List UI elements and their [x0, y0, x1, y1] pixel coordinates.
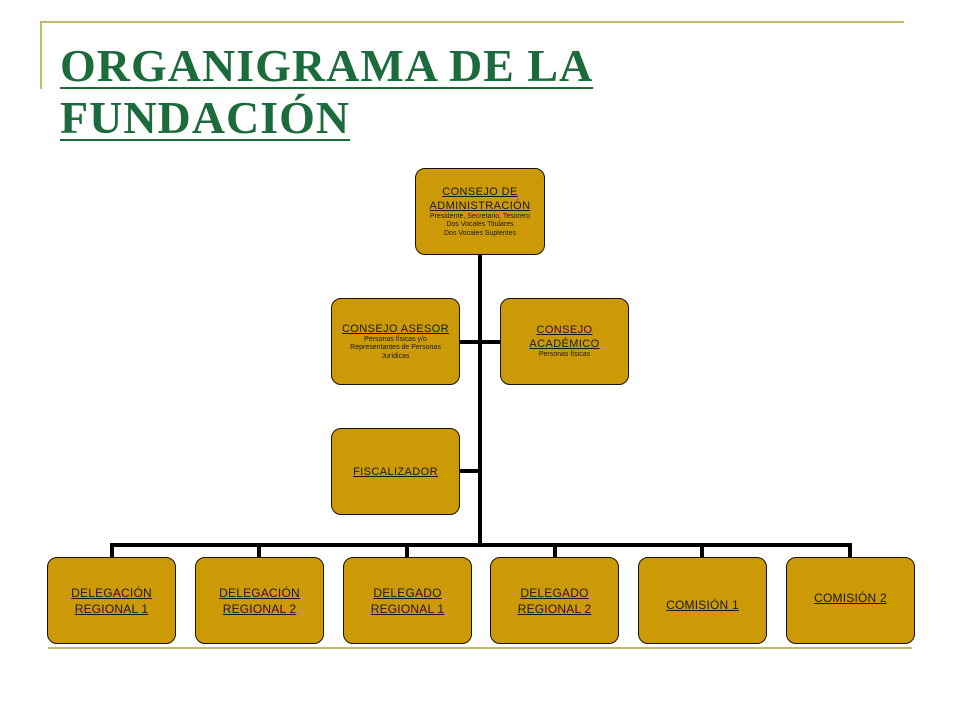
- node-detail-1: Presidente, Secretario, Tesorero: [429, 212, 531, 220]
- node-title-line-2: REGIONAL 1: [74, 601, 149, 616]
- frame-top-rule: [40, 21, 904, 23]
- node-title-line-2: REGIONAL 1: [370, 601, 445, 616]
- node-detail-2: Dos Vocales Titulares: [446, 221, 514, 229]
- node-consejo-asesor[interactable]: CONSEJO ASESOR Personas físicas y/o Repr…: [331, 298, 460, 385]
- node-consejo-administracion[interactable]: CONSEJO DE ADMINISTRACIÓN Presidente, Se…: [415, 168, 545, 255]
- frame-left-rule: [40, 21, 42, 89]
- node-title-line-2: ACADÉMICO: [529, 338, 600, 351]
- node-delegacion-regional-1[interactable]: DELEGACIÓN REGIONAL 1: [47, 557, 176, 644]
- node-title-line-1: DELEGADO: [373, 585, 442, 600]
- node-comision-1[interactable]: COMISIÓN 1: [638, 557, 767, 644]
- node-detail-1: Personas físicas: [538, 351, 591, 359]
- node-delegacion-regional-2[interactable]: DELEGACIÓN REGIONAL 2: [195, 557, 324, 644]
- node-title-line-1: DELEGADO: [520, 585, 589, 600]
- node-title-line-1: CONSEJO DE: [442, 185, 518, 198]
- node-title-line-1: DELEGACIÓN: [71, 585, 152, 600]
- node-delegado-regional-1[interactable]: DELEGADO REGIONAL 1: [343, 557, 472, 644]
- node-title-line-1: CONSEJO: [536, 324, 593, 337]
- frame-bottom-rule: [48, 647, 912, 649]
- node-title: COMISIÓN 2: [814, 590, 887, 605]
- page-title: ORGANIGRAMA DE LA FUNDACIÓN: [60, 40, 593, 144]
- node-title: CONSEJO ASESOR: [341, 322, 450, 335]
- node-consejo-academico[interactable]: CONSEJO ACADÉMICO Personas físicas: [500, 298, 629, 385]
- page-title-line-1: ORGANIGRAMA DE LA: [60, 40, 594, 91]
- node-fiscalizador[interactable]: FISCALIZADOR: [331, 428, 460, 515]
- node-title: FISCALIZADOR: [353, 465, 438, 478]
- node-title: COMISIÓN 1: [666, 597, 739, 612]
- node-detail-3: Jurídicas: [381, 352, 410, 360]
- node-title-line-2: REGIONAL 2: [517, 601, 592, 616]
- node-title-line-2: REGIONAL 2: [222, 601, 297, 616]
- node-title-line-1: DELEGACIÓN: [219, 585, 300, 600]
- node-delegado-regional-2[interactable]: DELEGADO REGIONAL 2: [490, 557, 619, 644]
- node-detail-2: Representantes de Personas: [350, 344, 441, 352]
- node-detail-3: Dos Vocales Suplentes: [444, 229, 516, 237]
- node-comision-2[interactable]: COMISIÓN 2: [786, 557, 915, 644]
- page-title-line-2: FUNDACIÓN: [60, 92, 351, 143]
- node-title-line-2: ADMINISTRACIÓN: [429, 199, 531, 212]
- node-detail-1: Personas físicas y/o: [364, 335, 427, 343]
